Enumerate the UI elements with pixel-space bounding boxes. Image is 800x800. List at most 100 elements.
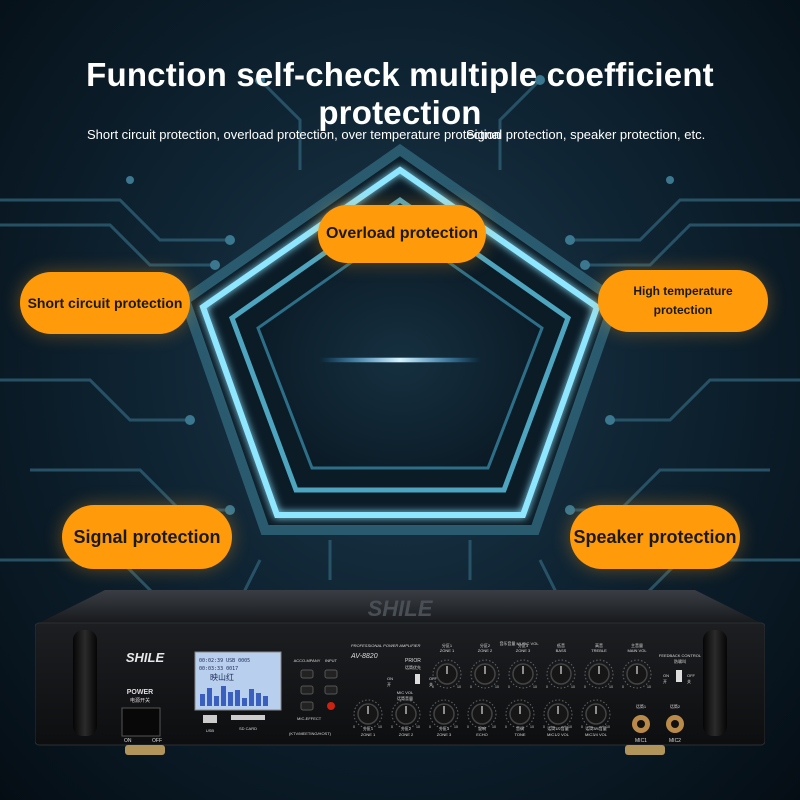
mic-mic3-4-vol-min-mark: 0	[581, 725, 583, 729]
mic1-label-cn: 话筒1	[636, 703, 647, 709]
mic-tone-label-cn: 音调	[516, 725, 524, 731]
power-off-label: OFF	[152, 738, 162, 744]
right-handle[interactable]	[703, 630, 727, 736]
music-treble-max-mark: 10	[609, 685, 613, 689]
input-button[interactable]	[324, 669, 338, 679]
amp-top-cover	[35, 590, 765, 625]
music-main-vol-label-cn: 主音量	[631, 642, 643, 648]
prior-switch[interactable]	[415, 674, 420, 684]
mic-vol-label-cn: 话筒音量	[397, 695, 413, 701]
badge-high-temp-line2: protection	[653, 303, 713, 317]
sd-card-slot[interactable]	[231, 715, 265, 720]
usb-label: USB	[206, 728, 215, 733]
badge-high-temperature: High temperature protection	[598, 270, 768, 332]
mic-zone-2-max-mark: 10	[416, 725, 420, 729]
mic-zone-2-min-mark: 0	[391, 725, 393, 729]
lcd-line2: 00:03:33 0017	[199, 666, 238, 672]
mic-tone-label: TONE	[514, 732, 525, 737]
feedback-switch[interactable]	[676, 670, 682, 682]
mic-effect-indicator	[327, 702, 335, 710]
music-treble-label: TREBLE	[591, 648, 607, 653]
music-zone-1-label: ZONE 1	[440, 648, 455, 653]
mic-mic3-4-vol-label: MIC3/4 VOL	[585, 732, 608, 737]
mic-mic3-4-vol-scale	[581, 699, 611, 729]
source-label-input: INPUT	[325, 658, 338, 663]
power-switch[interactable]	[121, 707, 161, 737]
lcd-spectrum	[200, 686, 268, 706]
model-label: AV-8820	[350, 653, 378, 660]
music-bass-label-cn: 低音	[557, 642, 565, 648]
pentagon-outer-glow	[199, 166, 601, 518]
music-treble-label-cn: 高音	[595, 642, 603, 648]
mic-tone-scale	[505, 699, 535, 729]
series-label: PROFESSIONAL POWER AMPLIFIER	[351, 643, 420, 648]
music-zone-3-max-mark: 10	[533, 685, 537, 689]
music-zone-2-label-cn: 分区2	[480, 642, 491, 648]
mic-mic3-4-vol-max-mark: 10	[606, 725, 610, 729]
music-zone-3-min-mark: 0	[508, 685, 510, 689]
light-beam	[320, 358, 480, 362]
left-handle[interactable]	[73, 630, 97, 736]
music-zone-3-label: ZONE 3	[516, 648, 531, 653]
mic-echo-scale	[467, 699, 497, 729]
music-zone-2-label: ZONE 2	[478, 648, 493, 653]
mic-mic1-2-vol-max-mark: 10	[568, 725, 572, 729]
mic2-label: MIC2	[669, 738, 681, 744]
prior-label: PRIOR	[405, 658, 421, 664]
mic-zone-3-label: ZONE 3	[437, 732, 452, 737]
sd-card-label: SD CARD	[239, 726, 257, 731]
feedback-off-label-cn: 关	[687, 678, 691, 684]
lcd-line1: 00:02:39 USB 0005	[199, 658, 250, 664]
mic-tone-max-mark: 10	[530, 725, 534, 729]
mic-tone-min-mark: 0	[505, 725, 507, 729]
badge-speaker-label: Speaker protection	[573, 526, 737, 547]
usb-port[interactable]	[203, 715, 217, 723]
mic-zone-3-label-cn: 分区3	[439, 725, 450, 731]
left-foot	[125, 745, 165, 755]
media-buttons	[300, 669, 338, 711]
power-label: POWER	[127, 689, 153, 696]
mic-zone-2-scale	[391, 699, 421, 729]
mic-mic1-2-vol-label-cn: 话筒1/2音量	[547, 725, 569, 731]
mic-vol-label: MIC VOL	[397, 690, 414, 695]
next-button[interactable]	[300, 701, 314, 711]
music-zone-1-max-mark: 10	[457, 685, 461, 689]
music-bass-label: BASS	[556, 648, 567, 653]
music-zone-3-scale	[508, 659, 538, 689]
mode-button[interactable]	[324, 685, 338, 695]
badge-short-circuit-label: Short circuit protection	[27, 295, 183, 311]
music-treble-scale	[584, 659, 614, 689]
badge-speaker: Speaker protection	[570, 505, 740, 569]
amp-top-logo: SHILE	[368, 596, 434, 621]
mic-mic1-2-vol-scale	[543, 699, 573, 729]
mic2-jack-hole	[671, 720, 679, 728]
feedback-label: FEEDBACK CONTROL	[659, 653, 702, 658]
mic-echo-label-cn: 混响	[478, 725, 486, 731]
badge-overload: Overload protection	[318, 205, 486, 263]
mic-zone-1-label: ZONE 1	[361, 732, 376, 737]
prior-label-cn: 话筒优先	[405, 664, 421, 670]
mic2-label-cn: 话筒2	[670, 703, 681, 709]
prior-off-label-cn: 关	[429, 681, 433, 687]
badge-signal-label: Signal protection	[73, 526, 221, 547]
feedback-label-cn: 防啸叫	[674, 658, 686, 664]
feedback-on-label: ON	[663, 673, 669, 678]
music-zone-3-label-cn: 分区3	[518, 642, 529, 648]
feedback-on-label-cn: 开	[663, 679, 667, 684]
mode-label: (KTV/MEETING/HOST)	[289, 731, 332, 736]
feedback-off-label: OFF	[687, 673, 696, 678]
mic-echo-label: ECHO	[476, 732, 488, 737]
mic-zone-1-scale	[353, 699, 383, 729]
music-main-vol-min-mark: 0	[622, 685, 624, 689]
mic-zone-1-max-mark: 10	[378, 725, 382, 729]
play-button[interactable]	[300, 669, 314, 679]
circuit-nodes	[126, 75, 674, 515]
music-zone-1-label-cn: 分区1	[442, 642, 453, 648]
music-bass-scale	[546, 659, 576, 689]
mic-zone-2-label: ZONE 2	[399, 732, 414, 737]
previous-button[interactable]	[300, 685, 314, 695]
subtitle-left: Short circuit protection, overload prote…	[87, 127, 502, 142]
